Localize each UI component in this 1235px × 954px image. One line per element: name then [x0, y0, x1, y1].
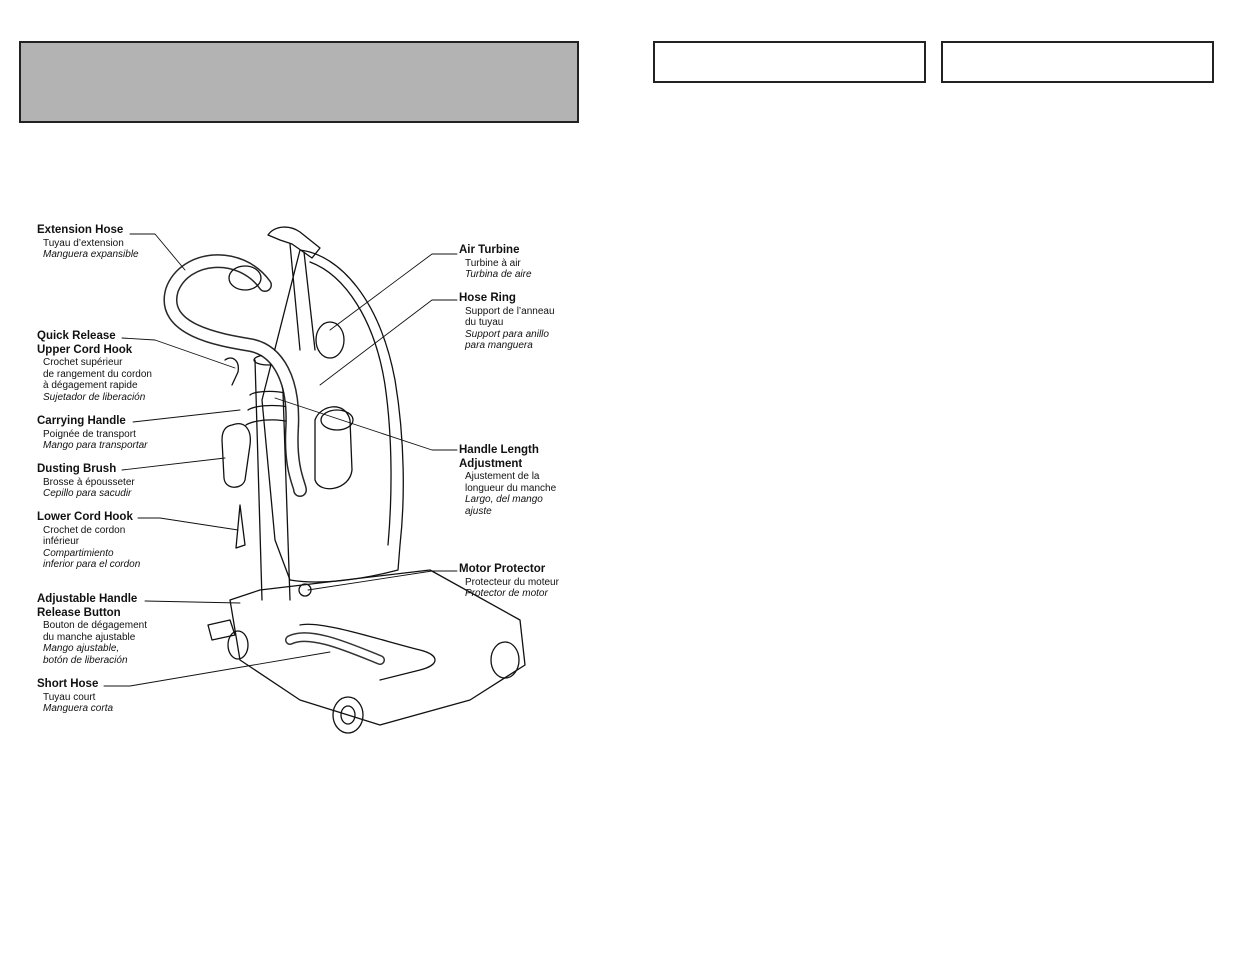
header-box-right — [941, 41, 1214, 83]
leader-quick-release — [121, 337, 236, 369]
label-title: Hose Ring — [459, 292, 516, 304]
label-es: Largo, del mango — [465, 494, 543, 506]
label-fr: Support de l’anneau — [465, 305, 555, 317]
label-air-turbine: Air Turbine Turbine à air Turbina de air… — [459, 244, 532, 281]
label-title: Carrying Handle — [37, 415, 126, 427]
label-es: Mango para transportar — [43, 440, 148, 452]
label-es: Protector de motor — [465, 588, 548, 600]
label-title: Short Hose — [37, 678, 99, 690]
label-fr: Tuyau court — [43, 691, 96, 703]
leader-short-hose — [103, 651, 331, 687]
label-title: Quick Release — [37, 330, 116, 342]
leader-carrying-handle — [132, 409, 241, 423]
leader-lower-cord-hook — [137, 517, 239, 531]
header-bar — [19, 41, 579, 123]
vacuum-handle — [267, 226, 321, 259]
label-title: Extension Hose — [37, 224, 124, 236]
label-title: Adjustment — [459, 457, 523, 470]
label-es: para manguera — [465, 340, 533, 352]
label-es: Sujetador de liberación — [43, 391, 146, 403]
label-title: Lower Cord Hook — [37, 511, 133, 523]
label-hose-ring: Hose Ring Support de l’anneau du tuyau S… — [459, 292, 555, 352]
label-carrying-handle: Carrying Handle Poignée de transport Man… — [37, 415, 148, 452]
label-dusting-brush: Dusting Brush Brosse à épousseter Cepill… — [37, 463, 135, 500]
label-title: Motor Protector — [459, 563, 546, 575]
label-motor-protector: Motor Protector Protecteur du moteur Pro… — [459, 563, 559, 600]
label-es: Turbina de aire — [465, 269, 532, 281]
label-es: ajuste — [465, 505, 492, 517]
leader-air-turbine — [329, 253, 458, 331]
label-fr: Turbine à air — [465, 257, 521, 269]
leader-motor-protector — [307, 570, 458, 591]
center-tube — [254, 359, 291, 601]
label-fr: longueur du manche — [465, 482, 557, 494]
label-fr: Ajustement de la — [465, 471, 540, 482]
leader-adjustable-handle — [144, 600, 241, 604]
label-title: Release Button — [37, 606, 121, 619]
front-wheel — [490, 641, 520, 679]
label-es: Compartimiento — [43, 547, 114, 559]
label-fr: de rangement du cordon — [43, 368, 152, 380]
leader-extension-hose — [129, 233, 186, 271]
leader-hose-ring — [319, 299, 458, 386]
label-fr: Tuyau d’extension — [43, 237, 124, 249]
label-adjustable-handle: Adjustable Handle Release Button Bouton … — [37, 593, 147, 666]
label-title: Upper Cord Hook — [37, 343, 133, 356]
label-es: Manguera corta — [43, 703, 114, 715]
label-es: Cepillo para sacudir — [43, 488, 132, 500]
label-fr: Protecteur du moteur — [465, 576, 559, 588]
label-fr: Poignée de transport — [43, 428, 136, 440]
label-es: inferior para el cordon — [43, 559, 141, 571]
label-es: Manguera expansible — [43, 249, 139, 261]
label-fr: Bouton de dégagement — [43, 620, 147, 631]
label-title: Air Turbine — [459, 244, 520, 256]
label-short-hose: Short Hose Tuyau court Manguera corta — [37, 678, 113, 715]
label-fr: Crochet supérieur — [43, 357, 123, 368]
label-extension-hose: Extension Hose Tuyau d’extension Manguer… — [37, 224, 139, 261]
label-fr: Brosse à épousseter — [43, 476, 135, 488]
label-fr: du tuyau — [465, 317, 504, 329]
label-es: Mango ajustable, — [43, 643, 120, 655]
label-es: Support para anillo — [465, 328, 549, 340]
label-lower-cord-hook: Lower Cord Hook Crochet de cordon inféri… — [37, 511, 140, 571]
label-es: botón de liberación — [43, 654, 128, 666]
label-quick-release: Quick Release Upper Cord Hook Crochet su… — [37, 330, 152, 403]
label-fr: du manche ajustable — [43, 631, 136, 643]
vacuum-base — [229, 569, 526, 726]
label-fr: Crochet de cordon — [43, 524, 126, 536]
label-title: Handle Length — [459, 444, 539, 456]
leader-dusting-brush — [121, 457, 226, 471]
header-box-left — [653, 41, 926, 83]
label-handle-length: Handle Length Adjustment Ajustement de l… — [459, 444, 556, 517]
label-fr: inférieur — [43, 536, 80, 548]
label-title: Dusting Brush — [37, 463, 117, 475]
label-title: Adjustable Handle — [37, 593, 138, 605]
leader-handle-length — [274, 397, 458, 451]
label-fr: à dégagement rapide — [43, 380, 138, 392]
carrying-handle — [221, 423, 251, 488]
rear-wheel — [332, 696, 364, 734]
